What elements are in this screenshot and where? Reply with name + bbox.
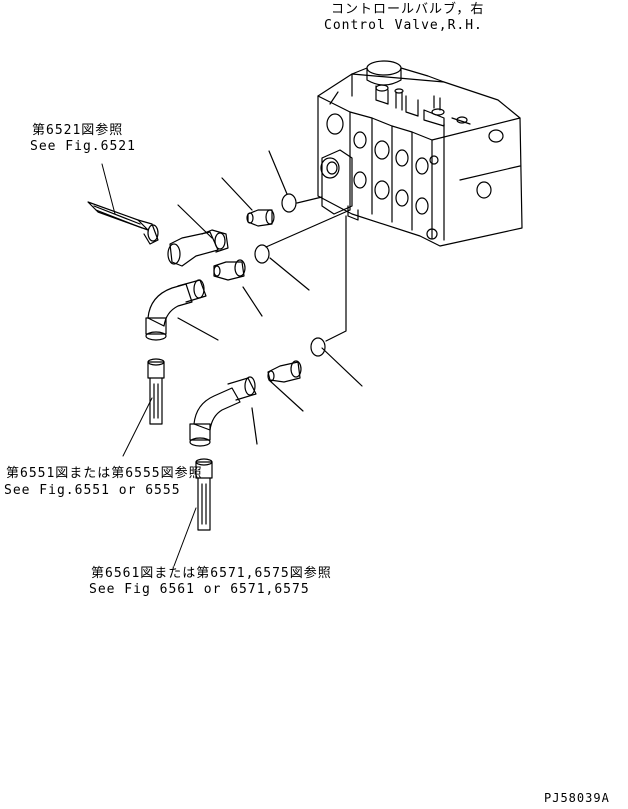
reference-6551-jp: 第6551図または第6555図参照 <box>6 466 203 481</box>
o-rings <box>254 193 326 357</box>
drawing-code: PJ58039A <box>544 791 610 805</box>
o-ring-lower <box>310 337 326 357</box>
arrow-fig-6561 <box>173 507 197 567</box>
arrow-fig-6521 <box>101 163 116 215</box>
arrow-fig-6551 <box>122 397 153 457</box>
reference-6561-en: See Fig 6561 or 6571,6575 <box>89 582 310 597</box>
control-valve-assembly <box>317 60 523 247</box>
adapter-middle <box>213 259 246 281</box>
elbow-fitting-middle <box>145 279 207 341</box>
adapter-lower <box>267 360 302 383</box>
reference-6551-en: See Fig.6551 or 6555 <box>4 483 181 498</box>
hose-fig-6521 <box>87 201 159 245</box>
control-valve-label-jp: コントロールバルブ，右 <box>331 2 485 17</box>
hose-fig-6561 <box>195 458 213 531</box>
reference-6561-jp: 第6561図または第6571,6575図参照 <box>91 566 332 581</box>
reference-6521-jp: 第6521図参照 <box>32 123 124 138</box>
leader-lines <box>177 150 363 445</box>
hose-fig-6551 <box>147 358 165 425</box>
adapter-upper <box>246 209 275 227</box>
elbow-fitting-upper <box>167 229 229 267</box>
reference-6521-en: See Fig.6521 <box>30 139 136 154</box>
o-ring-upper <box>281 193 297 213</box>
elbow-fitting-lower <box>189 376 257 447</box>
control-valve-label-en: Control Valve,R.H. <box>324 18 483 33</box>
o-ring-middle <box>254 244 270 264</box>
